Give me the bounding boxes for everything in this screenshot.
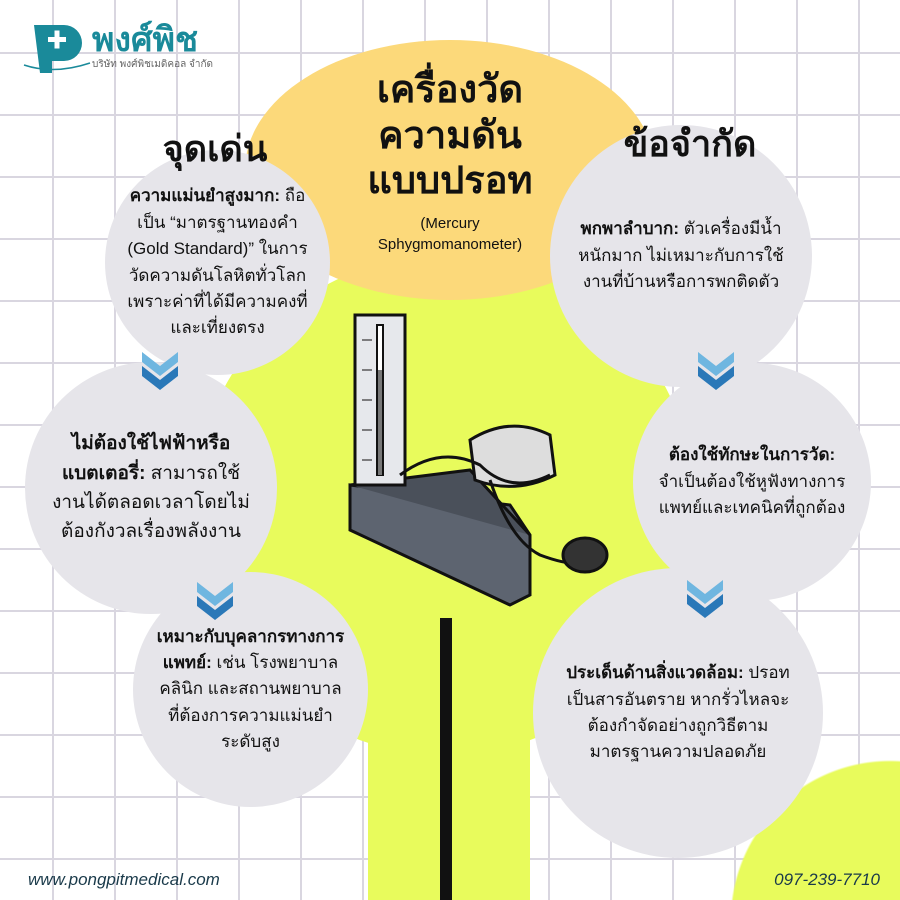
stand-pole <box>440 618 452 900</box>
item-bold: เหมาะกับบุคลากรทางการแพทย์: <box>156 626 345 672</box>
chevron-down-icon <box>197 582 233 620</box>
title-line2: ความดัน <box>378 114 522 157</box>
chevron-down-icon <box>142 352 178 390</box>
title-block: เครื่องวัด ความดัน แบบปรอท (Mercury Sphy… <box>330 68 570 255</box>
brand-logo: พงศ์พิช บริษัท พงศ์พิชเมดิคอล จำกัด <box>22 20 213 75</box>
item-text: จำเป็นต้องใช้หูฟังทางการแพทย์และเทคนิคที… <box>658 471 846 518</box>
brand-name: พงศ์พิช <box>92 21 199 59</box>
title-line1: เครื่องวัด <box>376 69 524 111</box>
item-bold: ไม่ต้องใช้ไฟฟ้าหรือแบตเตอรี่: <box>61 433 231 484</box>
item-text: สามารถใช้งานได้ตลอดเวลาโดยไม่ต้องกังวลเร… <box>52 462 250 543</box>
con-item-1: พกพาลำบาก: ตัวเครื่องมีน้ำหนักมาก ไม่เหม… <box>550 125 812 387</box>
title-line3: แบบปรอท <box>367 160 533 203</box>
item-bold: ต้องใช้ทักษะในการวัด: <box>668 445 836 465</box>
pros-heading: จุดเด่น <box>162 128 268 169</box>
item-bold: พกพาลำบาก: <box>580 219 679 239</box>
item-bold: ความแม่นยำสูงมาก: <box>129 186 281 206</box>
item-text: ปรอทเป็นสารอันตราย หากรั่วไหลจะต้องกำจัด… <box>566 663 790 762</box>
item-text: เช่น โรงพยาบาล คลินิก และสถานพยาบาลที่ต้… <box>159 652 342 752</box>
chevron-down-icon <box>687 580 723 618</box>
logo-icon <box>23 25 91 73</box>
item-bold: ประเด็นด้านสิ่งแวดล้อม: <box>566 663 744 683</box>
item-text: ตัวเครื่องมีน้ำหนักมาก ไม่เหมาะกับการใช้… <box>578 219 784 292</box>
pro-item-3: เหมาะกับบุคลากรทางการแพทย์: เช่น โรงพยาบ… <box>133 572 368 807</box>
brand-subtitle: บริษัท พงศ์พิชเมดิคอล จำกัด <box>92 59 214 70</box>
con-item-3: ประเด็นด้านสิ่งแวดล้อม: ปรอทเป็นสารอันตร… <box>533 568 823 858</box>
con-item-2: ต้องใช้ทักษะในการวัด: จำเป็นต้องใช้หูฟัง… <box>633 363 871 601</box>
pro-item-1: ความแม่นยำสูงมาก: ถือเป็น “มาตรฐานทองคำ … <box>105 150 330 375</box>
cons-heading: ข้อจำกัด <box>623 123 757 164</box>
chevron-down-icon <box>698 352 734 390</box>
item-text: ถือเป็น “มาตรฐานทองคำ (Gold Standard)” ใ… <box>127 186 308 338</box>
phone-number[interactable]: 097-239-7710 <box>774 870 880 889</box>
sphygmomanometer-illustration <box>348 313 609 607</box>
website-link[interactable]: www.pongpitmedical.com <box>28 870 220 889</box>
title-english: (Mercury Sphygmomanometer) <box>377 214 523 253</box>
